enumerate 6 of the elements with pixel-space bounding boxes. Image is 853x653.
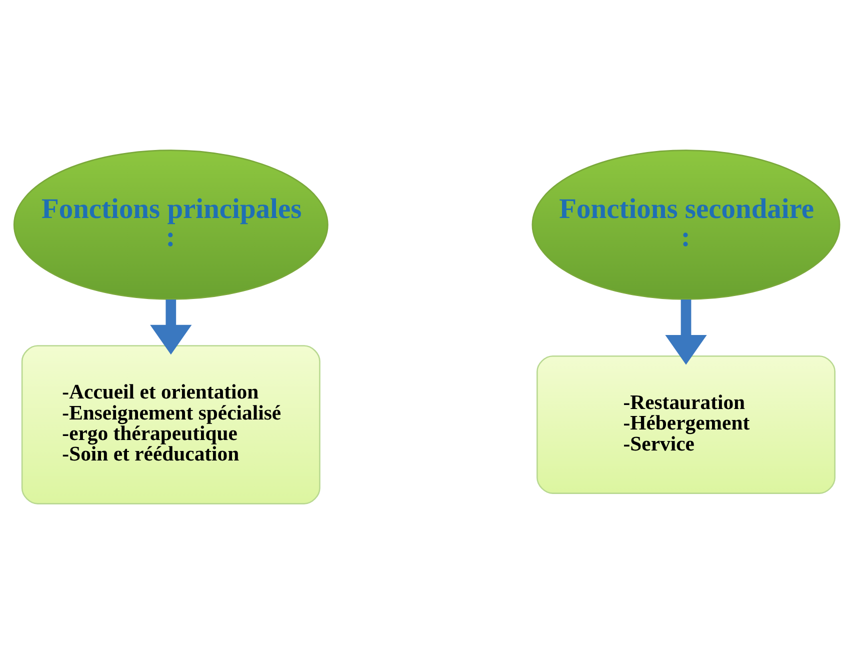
arrow bbox=[150, 299, 192, 354]
node-ellipse: Fonctions secondaire : bbox=[531, 149, 840, 300]
arrow bbox=[664, 299, 706, 364]
node-box: -Restauration -Hébergement -Service bbox=[536, 354, 835, 494]
node-ellipse: Fonctions principales : bbox=[12, 149, 328, 300]
node-box: -Accueil et orientation -Enseignement spécialisé -ergo thérapeutique -Soin et rééducation bbox=[20, 344, 320, 504]
